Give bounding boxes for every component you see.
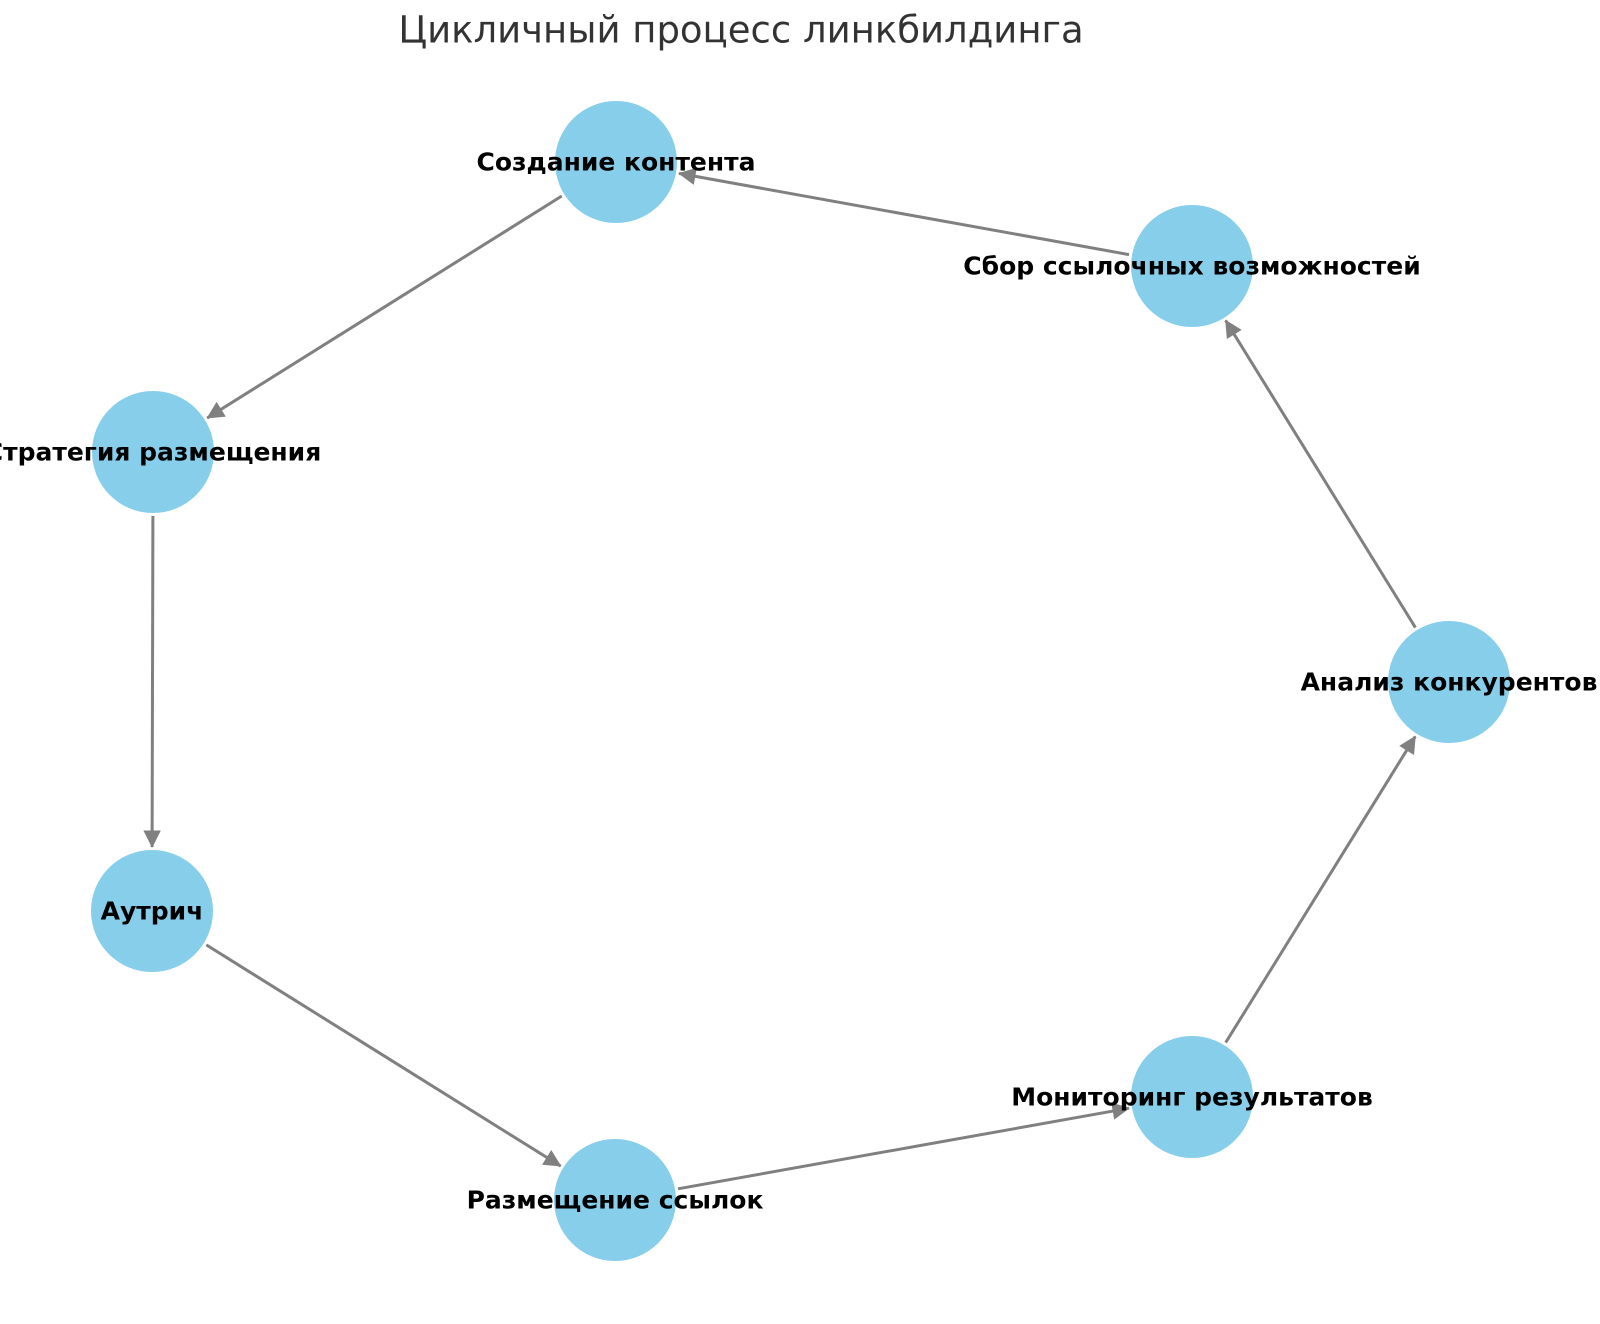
node-label-razmeshchenie-ssylok: Размещение ссылок (466, 1185, 764, 1215)
edge-analiz-konkurentov-to-sbor-vozmozhnostey (1224, 319, 1417, 629)
node-label-autrich: Аутрич (100, 896, 204, 926)
edge-sozdanie-kontenta-to-strategiya-razmeshcheniya (206, 194, 563, 420)
graph-node-analiz-konkurentov (1388, 621, 1510, 743)
edge-autrich-to-razmeshchenie-ssylok (205, 943, 562, 1168)
node-label-analiz-konkurentov: Анализ конкурентов (1300, 667, 1598, 697)
graph-node-strategiya-razmeshcheniya (92, 391, 214, 513)
edge-strategiya-razmeshcheniya-to-autrich (143, 515, 161, 848)
graph-node-sozdanie-kontenta (555, 101, 677, 223)
graph-node-autrich (91, 850, 213, 972)
graph-node-monitoring-rezultatov (1131, 1036, 1253, 1158)
graph-node-sbor-vozmozhnostey (1131, 205, 1253, 327)
diagram-title: Цикличный процесс линкбилдинга (398, 8, 1084, 52)
node-label-sbor-vozmozhnostey: Сбор ссылочных возможностей (963, 251, 1421, 281)
node-label-strategiya-razmeshcheniya: Стратегия размещения (0, 437, 322, 467)
edge-razmeshchenie-ssylok-to-monitoring-rezultatov (677, 1102, 1130, 1191)
node-label-sozdanie-kontenta: Создание контента (476, 147, 756, 177)
edge-sbor-vozmozhnostey-to-sozdanie-kontenta (678, 167, 1130, 257)
graph-node-razmeshchenie-ssylok (554, 1139, 676, 1261)
edge-monitoring-rezultatov-to-analiz-konkurentov (1224, 735, 1417, 1044)
node-label-monitoring-rezultatov: Мониторинг результатов (1011, 1082, 1373, 1112)
